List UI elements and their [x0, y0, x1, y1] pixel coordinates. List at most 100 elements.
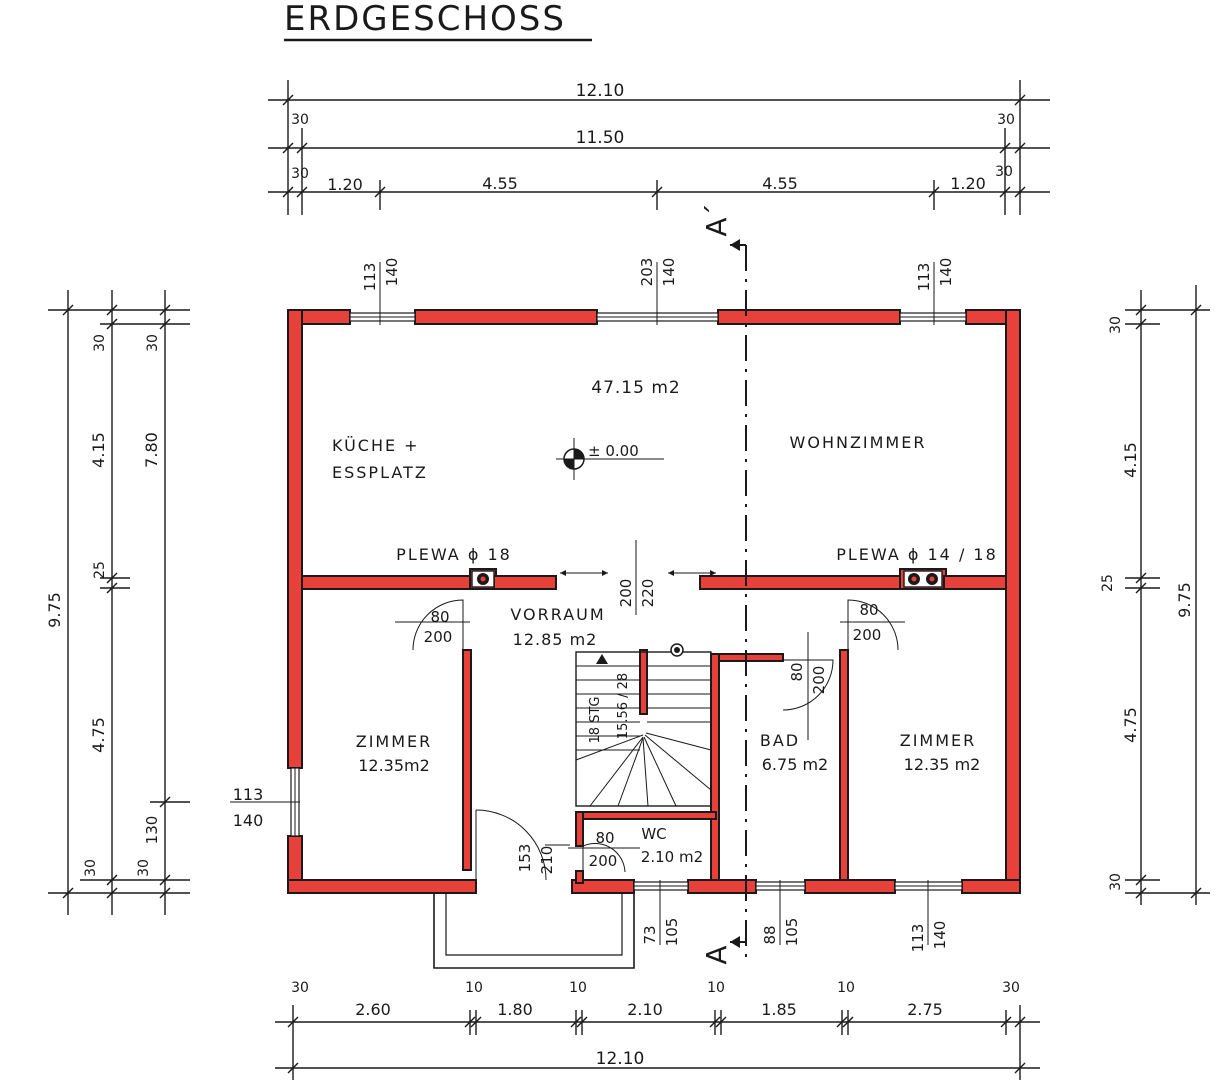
section-line [730, 239, 747, 960]
left-total-dim: 9.75 [45, 592, 64, 628]
door-right-width: 80 [859, 601, 878, 619]
top-inner-dim: 11.50 [576, 128, 625, 148]
living-room-label: WOHNZIMMER [790, 433, 927, 452]
left-wall-bottom-1: 30 [83, 859, 99, 877]
entry-door-height: 210 [538, 846, 556, 875]
wc-window-height: 105 [663, 918, 681, 947]
left-wall-top-1: 30 [92, 334, 108, 352]
top-seg-3: 4.55 [762, 174, 798, 193]
top-mid-height: 140 [660, 258, 678, 287]
bottom-seg-2: 1.80 [497, 1000, 533, 1019]
section-marker-bottom: A [700, 945, 733, 964]
left-wall-bottom-2: 30 [136, 859, 152, 877]
kitchen-label-2: ESSPLATZ [332, 463, 428, 482]
chimney-right [903, 570, 943, 588]
top-left-height: 140 [383, 258, 401, 287]
room-left-label: ZIMMER [356, 732, 433, 751]
entry-door-width: 153 [516, 844, 534, 873]
door-left-height: 200 [424, 628, 453, 646]
left-inner-dim: 7.80 [142, 432, 161, 468]
passage-height: 220 [639, 579, 657, 608]
door-bath-height: 200 [810, 666, 828, 695]
left-lower-dim: 4.75 [89, 717, 108, 753]
bottom-right-window-sill: 113 [909, 924, 927, 953]
chimney-left [471, 570, 495, 588]
opening-ticks [230, 262, 935, 945]
top-total-dim: 12.10 [576, 81, 625, 101]
door-left-width: 80 [430, 608, 449, 626]
bottom-wall-5: 10 [837, 980, 855, 996]
bottom-seg-4: 1.85 [761, 1000, 797, 1019]
hall-label: VORRAUM [510, 605, 605, 624]
level-marker [556, 438, 664, 480]
top-wall-right-2: 30 [995, 164, 1013, 180]
plan-title: ERDGESCHOSS [284, 0, 566, 39]
wc-label: WC [641, 825, 666, 843]
right-total-dim: 9.75 [1175, 582, 1194, 618]
bottom-right-window-height: 140 [931, 921, 949, 950]
right-lower-dim: 4.75 [1121, 707, 1140, 743]
kitchen-label-1: KÜCHE + [332, 436, 420, 455]
top-dimension-chain [268, 80, 1050, 215]
bath-area: 6.75 m2 [762, 755, 828, 774]
right-dimension-chain [1125, 285, 1210, 905]
door-bath-width: 80 [788, 662, 806, 681]
bath-label: BAD [760, 731, 800, 750]
door-right-height: 200 [853, 626, 882, 644]
room-right-label: ZIMMER [900, 731, 977, 750]
bottom-wall-2: 10 [465, 980, 483, 996]
left-mid-dim: 25 [92, 561, 108, 579]
top-wall-left-1: 30 [291, 112, 309, 128]
top-seg-2: 4.55 [482, 174, 518, 193]
bottom-seg-3: 2.10 [627, 1000, 663, 1019]
door-wc-width: 80 [595, 829, 614, 847]
bad-window-height: 105 [783, 918, 801, 947]
door-wc-height: 200 [589, 852, 618, 870]
room-right-area: 12.35 m2 [904, 755, 981, 774]
top-wall-left-2: 30 [291, 166, 309, 182]
left-window-dim: 130 [143, 816, 161, 845]
stairs-ratio: 15.56 / 28 [616, 673, 631, 739]
stairs-count: 18 STG [588, 697, 603, 744]
passage-width: 200 [617, 579, 635, 608]
left-window-height: 140 [233, 811, 264, 830]
right-upper-dim: 4.15 [1121, 442, 1140, 478]
top-mid-sill: 203 [638, 258, 656, 287]
right-wall-bottom: 30 [1108, 873, 1124, 891]
wc-area: 2.10 m2 [641, 848, 703, 866]
left-window-sill: 113 [233, 785, 264, 804]
living-area-size: 47.15 m2 [591, 378, 680, 398]
top-right-sill: 113 [915, 263, 933, 292]
top-wall-right-1: 30 [997, 112, 1015, 128]
bottom-wall-3: 10 [569, 980, 587, 996]
door-swings [395, 599, 905, 881]
left-dimension-chain [48, 290, 190, 915]
bottom-total-dim: 12.10 [596, 1049, 645, 1069]
level-label: ± 0.00 [588, 442, 639, 460]
left-wall-top-2: 30 [145, 334, 161, 352]
chimney-left-label: PLEWA ϕ 18 [396, 545, 512, 564]
bottom-wall-4: 10 [707, 980, 725, 996]
section-marker-top: A´ [700, 203, 733, 236]
top-left-sill: 113 [361, 263, 379, 292]
room-left-area: 12.35m2 [358, 756, 430, 775]
right-mid-dim: 25 [1100, 574, 1116, 592]
bottom-wall-6: 30 [1002, 980, 1020, 996]
bottom-wall-1: 30 [291, 980, 309, 996]
bottom-seg-1: 2.60 [355, 1000, 391, 1019]
top-seg-4: 1.20 [950, 174, 986, 193]
hall-area: 12.85 m2 [513, 630, 598, 649]
entrance-porch [433, 893, 635, 969]
left-upper-dim: 4.15 [89, 432, 108, 468]
bottom-seg-5: 2.75 [907, 1000, 943, 1019]
top-seg-1: 1.20 [327, 175, 363, 194]
wc-window-sill: 73 [641, 925, 659, 944]
chimney-right-label: PLEWA ϕ 14 / 18 [836, 545, 998, 564]
right-wall-top: 30 [1108, 316, 1124, 334]
passage-arrows [560, 570, 716, 576]
bad-window-sill: 88 [761, 925, 779, 944]
bottom-dimension-chain [275, 1005, 1040, 1080]
top-right-height: 140 [937, 258, 955, 287]
staircase [575, 643, 712, 807]
